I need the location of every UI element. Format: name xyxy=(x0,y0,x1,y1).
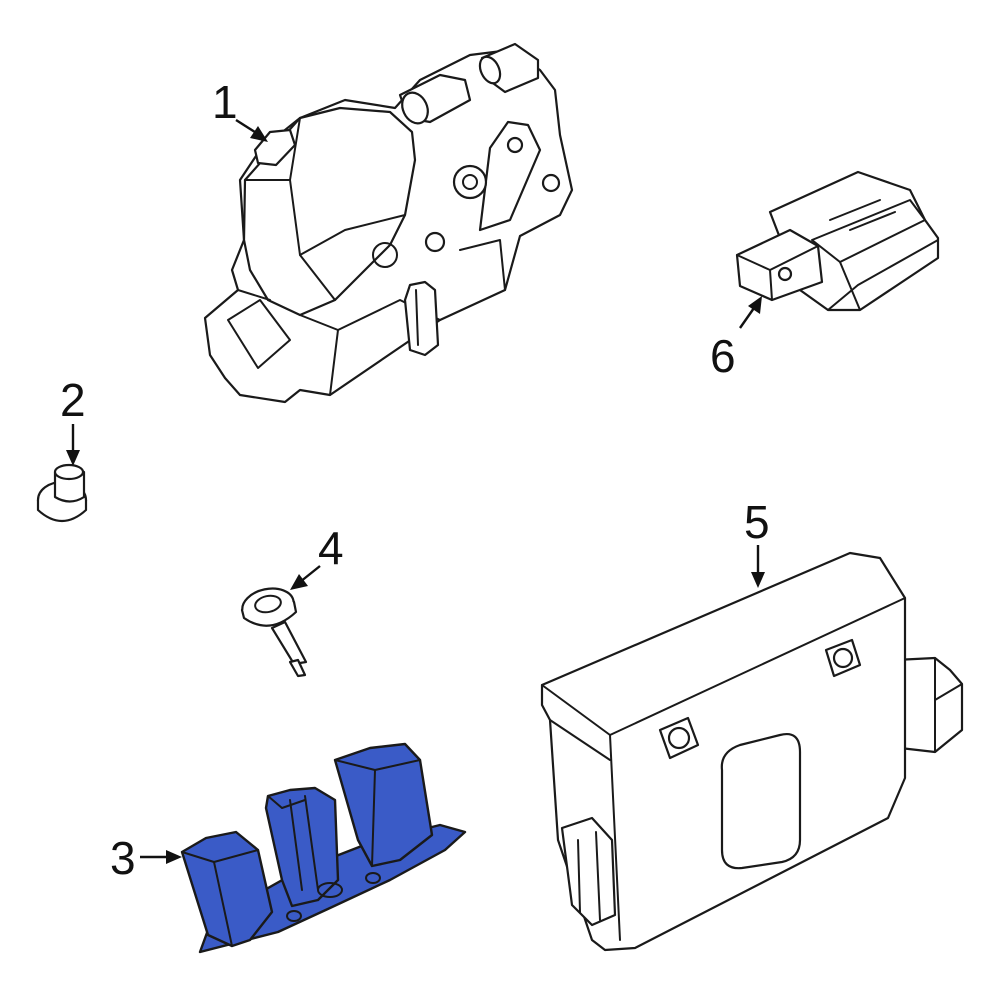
callout-number-2: 2 xyxy=(60,374,86,426)
part-2-bolt[interactable] xyxy=(36,463,88,523)
part-4-push-pin[interactable] xyxy=(239,584,308,678)
callout-arrow-1 xyxy=(235,118,268,142)
callout-number-6: 6 xyxy=(710,330,736,382)
callout-arrow-5 xyxy=(751,545,765,588)
part-1-lock-actuator[interactable] xyxy=(203,42,574,404)
callout-number-1: 1 xyxy=(212,76,238,128)
callout-number-3: 3 xyxy=(110,832,136,884)
part-5-control-module[interactable] xyxy=(540,551,964,952)
part-6-sensor[interactable] xyxy=(735,170,940,312)
callout-number-5: 5 xyxy=(744,496,770,548)
callout-arrow-6 xyxy=(739,296,762,329)
callout-arrow-4 xyxy=(290,565,321,590)
callout-arrow-2 xyxy=(66,424,80,466)
callout-number-4: 4 xyxy=(318,522,344,574)
part-3-wiring-connector[interactable] xyxy=(180,742,467,954)
callout-arrow-3 xyxy=(140,850,182,864)
